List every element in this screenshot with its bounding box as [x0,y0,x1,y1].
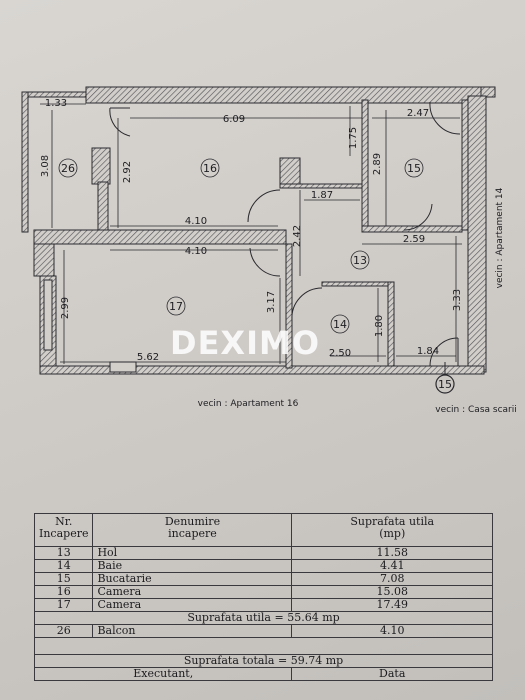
room-number: 15 [438,378,452,391]
blank-row [34,637,493,655]
row-name: Baie [92,559,293,573]
total-area: Suprafata totala = 59.74 mp [34,654,493,668]
dimension-label: 6.09 [223,114,245,125]
neighbour-label: vecin : Apartament 14 [495,187,505,288]
dimension-label: 2.99 [60,297,71,319]
dimension-label: 1.80 [374,315,385,337]
date-label: Data [291,667,493,681]
dimension-label: 3.33 [452,289,463,311]
row-name: Camera [92,598,293,612]
neighbour-label: vecin : Casa scarii [435,405,517,415]
room-number: 17 [169,300,183,313]
room-number: 16 [203,162,217,175]
watermark-logo: DEXIMO [170,318,355,368]
row-area: 15.08 [291,585,493,599]
dimension-label: 1.84 [417,346,439,357]
room-number: 15 [407,162,421,175]
row-nr: 14 [33,559,94,573]
dimension-label: 1.75 [348,127,359,149]
row-nr: 16 [33,585,94,599]
dimension-label: 2.92 [122,161,133,183]
dimension-label: 3.08 [40,155,51,177]
table-row: 14 Baie 4.41 [33,559,493,573]
row-name: Balcon [92,624,293,638]
dimension-label: 4.10 [185,246,207,257]
room-number: 26 [61,162,75,175]
floor-plan: 26 16 15 13 17 14 15 1.33 6.09 2.47 3.08… [21,86,517,415]
dimension-label: 2.47 [407,108,429,119]
row-nr: 13 [33,546,94,560]
table-row: 26 Balcon 4.10 [33,624,493,638]
dimension-label: 1.87 [311,190,333,201]
row-nr: 15 [33,572,94,586]
dimension-label: 2.89 [372,153,383,175]
dimension-label: 3.17 [266,291,277,313]
door-swings [43,101,461,373]
dimension-lines [40,103,462,364]
executant-label: Executant, [33,667,293,681]
room-number: 14 [333,318,347,331]
row-area: 4.41 [291,559,493,573]
table-row: 17 Camera 17.49 [33,598,493,612]
neighbour-label: vecin : Apartament 16 [198,399,299,409]
table-row: 16 Camera 15.08 [33,585,493,599]
table-row: 13 Hol 11.58 [33,546,493,560]
row-name: Camera [92,585,293,599]
row-name: Hol [92,546,293,560]
row-nr: 17 [33,598,94,612]
dimension-label: 2.50 [329,348,351,359]
dimension-label: 2.42 [292,225,303,247]
row-area: 4.10 [291,624,493,638]
row-nr: 26 [33,624,94,638]
dimension-label: 1.33 [45,98,67,109]
table-row: 15 Bucatarie 7.08 [33,572,493,586]
row-area: 17.49 [291,598,493,612]
header-nr: Nr. Incapere [33,513,94,547]
rooms-table: Nr. Incapere Denumire incapere Suprafata… [33,513,493,681]
row-area: 11.58 [291,546,493,560]
dimension-label: 4.10 [185,216,207,227]
header-denumire: Denumire incapere [92,513,293,547]
dimension-label: 5.62 [137,352,159,363]
header-suprafata: Suprafata utila (mp) [291,513,493,547]
row-area: 7.08 [291,572,493,586]
room-number: 13 [353,254,367,267]
row-name: Bucatarie [92,572,293,586]
dimension-label: 2.59 [403,234,425,245]
useful-area-total: Suprafata utila = 55.64 mp [34,611,493,625]
watermark-text: DEXIMO [170,324,321,362]
